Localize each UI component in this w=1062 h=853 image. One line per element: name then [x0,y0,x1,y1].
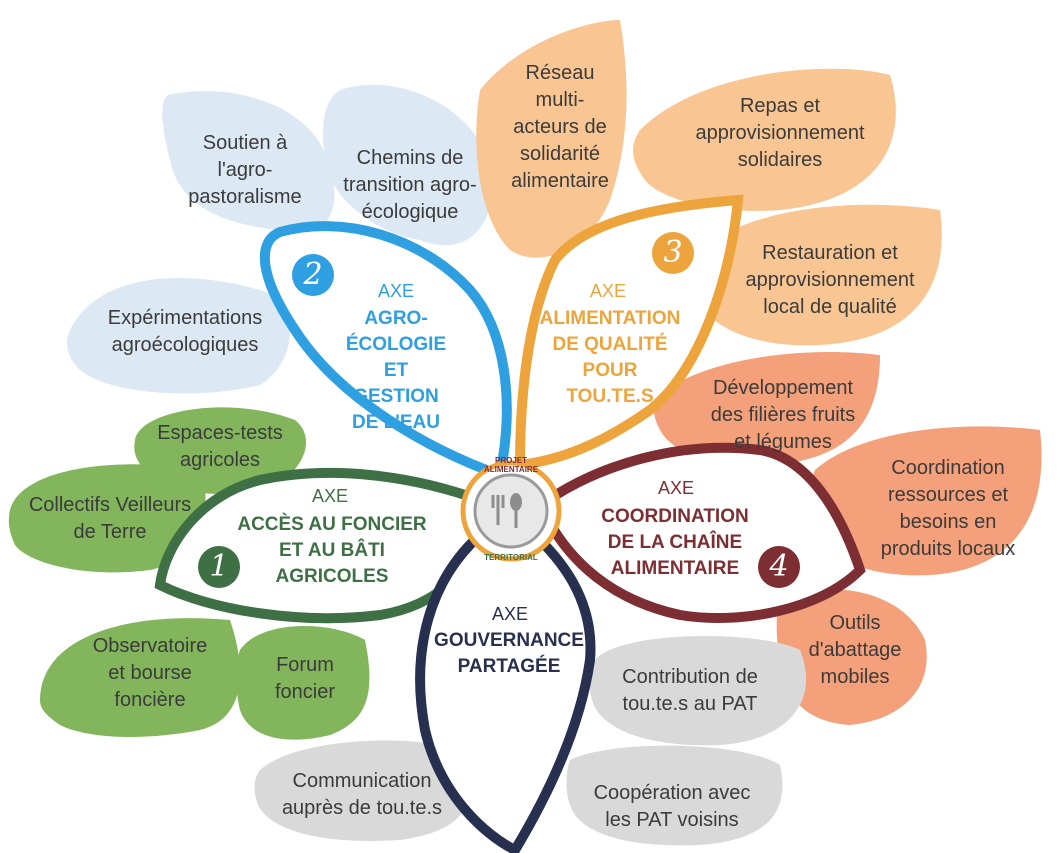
action-coordination: Coordination ressources et besoins en pr… [880,457,1016,560]
axe4-title: COORDINATION DE LA CHAÎNE ALIMENTAIRE [601,506,749,579]
action-repas: Repas et approvisionnement solidaires [695,95,865,171]
action-soutien: Soutien à l'agro- pastoralisme [188,132,302,208]
axe3-number: 3 [652,232,694,274]
leaf-restauration [692,204,942,346]
leaf-forum [236,626,370,740]
axe5-title: GOUVERNANCE PARTAGÉE [434,630,584,677]
axe1-label: AXE [311,486,349,506]
axe2-label: AXE [377,281,415,301]
axe2-title: AGRO- ÉCOLOGIE ET GESTION DE L'EAU [345,308,447,433]
leaf-cooperation [566,745,783,846]
logo-text-bottom: TERRITORIAL [484,553,538,562]
leaf-reseau [476,20,627,258]
spoon-icon [510,493,522,511]
center-logo-inner [473,473,549,549]
leaf-coordination [809,426,1042,576]
action-chemins: Chemins de transition agro- écologique [343,147,477,223]
leaf-soutien [162,91,335,234]
leaf-observatoire [40,618,240,737]
action-restauration: Restauration et approvisionnement local … [745,242,915,318]
axe5-label: AXE [491,604,529,624]
leaf-outils [776,589,927,725]
action-forum: Forum foncier [274,654,336,703]
axe2-number: 2 [292,254,334,296]
action-collectifs: Collectifs Veilleurs de Terre [28,494,192,543]
leaf-collectifs [8,464,206,573]
axe3-label: AXE [589,281,627,301]
axe3-title: ALIMENTATION DE QUALITÉ POUR TOU.TE.S [539,308,681,407]
action-reseau: Réseau multi- acteurs de solidarité alim… [511,62,609,192]
petal-axe1 [154,467,485,624]
action-outils: Outils d'abattage mobiles [808,612,902,688]
action-experimentations: Expérimentations agroécologiques [107,307,263,356]
leaf-developpement [654,351,880,466]
action-observatoire: Observatoire et bourse foncière [92,635,208,711]
action-espaces-tests: Espaces-tests agricoles [157,422,283,471]
petal-gouvernance [415,529,596,853]
axe1-number: 1 [198,546,240,588]
action-developpement: Développement des filières fruits et lég… [710,377,856,453]
leaf-contribution [589,636,807,746]
axe1-title: ACCÈS AU FONCIER ET AU BÂTI AGRICOLES [237,514,427,587]
logo-text-top: PROJET ALIMENTAIRE [483,456,539,474]
leaf-repas [633,68,896,211]
action-contribution: Contribution de tou.te.s au PAT [622,666,758,715]
axe4-number: 4 [758,546,800,588]
leaf-chemins [323,84,492,246]
action-communication: Communication auprès de tou.te.s [281,770,443,819]
axe4-label: AXE [657,478,695,498]
fork-icon [491,495,505,525]
leaf-communication [254,740,470,841]
action-cooperation: Coopération avec les PAT voisins [593,782,751,831]
leaf-experimentations [67,278,291,394]
